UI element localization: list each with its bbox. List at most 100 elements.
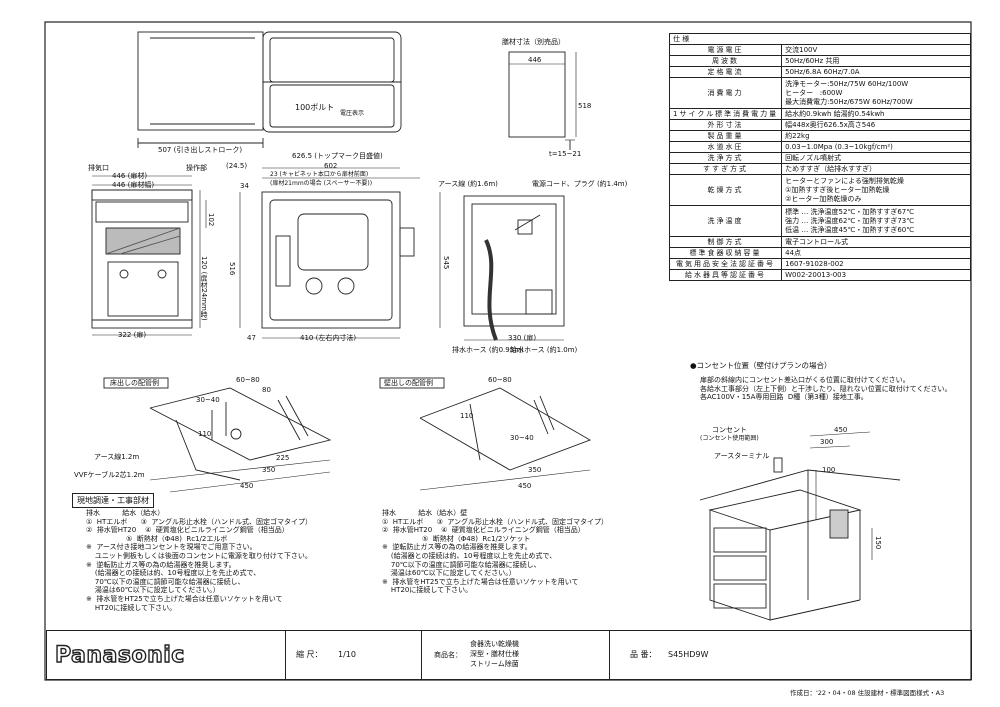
spec-value: 50Hz/60Hz 共用 [781,55,971,67]
spec-key: 給水器具等認証番号 [668,269,783,281]
spec-key: 標準食器収納容量 [668,247,783,259]
floor-d-60-80: 60~80 [236,376,260,384]
floor-piping-diagram [103,377,332,493]
stroke-dimension: 507 (引き出しストローク) [158,146,243,154]
spec-key: 製品重量 [668,130,783,142]
dim-24: (24.5) [226,162,248,170]
spec-key: すすぎ方式 [668,163,783,175]
onsite-materials-title: 現地調達・工事部材 [72,493,154,508]
panasonic-logo: Panasonic [54,642,185,668]
spec-key: 外形寸法 [668,119,783,131]
product-line3: ストリーム除菌 [470,660,519,668]
front-view [91,175,207,336]
spec-value: 幅448x奥行626.5x高さ546 [781,119,971,131]
spec-key: 電気用品安全法認証番号 [668,258,783,270]
spec-row: 洗浄方式回転ノズル噴射式 [668,152,971,164]
spec-value: 回転ノズル噴射式 [781,152,971,164]
dim-21: (扉材21mmの場合 (スペーサー不要)) [270,180,373,187]
outlet-dim-300: 300 [820,438,834,446]
model-cell: 品 番： S45HD9W [609,631,972,679]
spec-value: 44点 [781,247,971,259]
dim-102: 102 [207,213,215,227]
supply-hose-label: 給水ホース (約1.0m) [510,346,578,354]
floor-d-80: 80 [262,386,271,394]
spec-value: 洗浄モーター:50Hz/75W 60Hz/100W ヒーター :600W 最大消… [781,77,971,109]
product-line1: 食器洗い乾燥機 [470,640,519,648]
spec-value: 0.03~1.0Mpa (0.3~10kgf/cm²) [781,141,971,153]
outlet-title: ●コンセント位置（壁付けプランの場合） [690,361,832,370]
floor-d-110: 110 [198,430,212,438]
material-width: 446 [528,56,542,64]
dim-47: 47 [247,334,256,342]
spec-row: 1サイクル標準消費電力量給水約0.9kwh 給湯約0.54kwh [668,108,971,120]
floor-d-30-40: 30~40 [196,396,220,404]
outlet-label: コンセント [712,426,747,434]
spec-value: 給水約0.9kwh 給湯約0.54kwh [781,108,971,120]
label-panel: 操作部 [186,164,207,172]
spec-key: 1サイクル標準消費電力量 [668,108,783,120]
dim-330: 330 (扉) [508,334,537,342]
spec-value: 約22kg [781,130,971,142]
model-label: 品 番： [630,650,657,659]
outlet-sub-label: (コンセント使用範囲) [700,435,759,442]
material-thickness: t=15~21 [549,150,582,158]
spec-value: 交流100V [781,44,971,56]
spec-value: ためすすぎ（給排水すすぎ） [781,163,971,175]
earth-wire-12: アース線1.2m [94,453,140,461]
wall-piping-title: 壁出しの配管例 [384,379,433,387]
title-block: Panasonic 縮 尺： 1/10 商品名： 食器洗い乾燥機 深型・膳材仕様… [46,630,972,680]
spec-row: 製品重量約22kg [668,130,971,142]
material-label: 膳材寸法（別売品） [502,38,565,46]
spec-row: 消費電力洗浄モーター:50Hz/75W 60Hz/100W ヒーター :600W… [668,77,971,109]
outlet-dim-450: 450 [834,426,848,434]
product-label: 商品名： [434,651,462,659]
voltage-display-label: 電圧表示 [340,110,365,117]
spec-value: 標準 … 洗浄温度52℃・加熱すすぎ67℃ 強力 … 洗浄温度62℃・加熱すすぎ… [781,205,971,237]
spec-row: 電源電圧交流100V [668,44,971,56]
wall-d-60-80: 60~80 [488,376,512,384]
label-exhaust: 排気口 [88,164,109,172]
wall-d-30-40: 30~40 [510,434,534,442]
dim-446a: 446 (扉材) [112,172,148,180]
wall-d-450: 450 [518,482,532,490]
product-cell: 商品名： 食器洗い乾燥機 深型・膳材仕様 ストリーム除菌 [421,631,610,679]
spec-key: 洗浄温度 [668,205,783,237]
floor-d-450: 450 [240,482,254,490]
wall-d-110: 110 [460,412,474,420]
dim-446b: 446 (扉材幅) [112,181,155,189]
model-number: S45HD9W [668,650,709,659]
wall-notes: 排水 給水（給水）壁 ① HTエルボ ③ アングル形止水栓（ハンドル式、固定ゴマ… [382,509,609,595]
spec-key: 消費電力 [668,77,783,109]
spec-key: 周波数 [668,55,783,67]
material-panel [508,51,566,138]
vvf-cable: VVFケーブル2芯1.2m [74,471,145,479]
spec-row: 洗浄温度標準 … 洗浄温度52℃・加熱すすぎ67℃ 強力 … 洗浄温度62℃・加… [668,205,971,237]
footer-note: 作成日：'22・04・08 住設建材・標準図面様式・A3 [790,689,945,697]
top-view-drawer [137,31,402,148]
spec-key: 乾燥方式 [668,174,783,206]
floor-piping-title: 床出しの配管例 [110,379,159,387]
spec-value: ヒーターとファンによる強制排気乾燥 ①加熱すすぎ後ヒーター加熱乾燥 ②ヒーター加… [781,174,971,206]
wall-d-350: 350 [528,466,542,474]
dim-545: 545 [442,256,450,270]
dim-410: 410 (左右内寸法) [300,334,357,342]
wall-piping-diagram [379,377,592,491]
spec-key: 制御方式 [668,236,783,248]
outlet-position-diagram [699,431,901,621]
spec-row: 制御方式電子コントロール式 [668,236,971,248]
earth-wire-label: アース線 (約1.6m) [438,180,498,188]
scale-cell: 縮 尺： 1/10 [285,631,422,679]
drain-hose-label: 排水ホース (約0.95m) [452,346,524,354]
spec-key: 電源電圧 [668,44,783,56]
outlet-dim-100: 100 [822,466,836,474]
spec-key: 水道水圧 [668,141,783,153]
dim-626: 626.5 (トップマーク目盛値) [292,152,383,160]
spec-row: 外形寸法幅448x奥行626.5x高さ546 [668,119,971,131]
product-line2: 深型・膳材仕様 [470,650,519,658]
